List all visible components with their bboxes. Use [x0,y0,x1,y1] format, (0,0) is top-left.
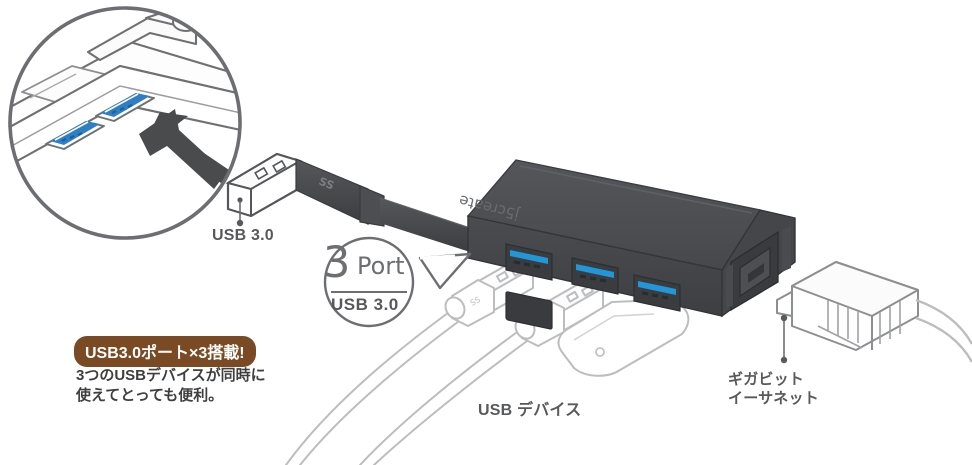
svg-text:SS: SS [469,295,482,308]
ethernet-label-line2: イーサネット [728,390,819,407]
usb30-plug: SS [225,152,471,252]
feature-banner-body-line1: 3つのUSBデバイスが同時に [76,367,266,384]
magnifier-circle-icon [10,8,240,238]
ethernet-callout-label: ギガビット イーサネット [728,370,819,408]
badge-port-unit: Port [357,252,405,280]
rj45-plug-icon [776,261,972,363]
three-port-badge: 3 Port USB 3.0 [313,240,425,324]
ethernet-leader [780,314,788,364]
insert-arrow-icon [139,109,232,189]
three-port-badge-shape [323,236,472,328]
feature-banner-body-line2: 使えてとっても便利。 [76,387,224,404]
badge-usb-standard: USB 3.0 [331,295,399,314]
hub-usb-port-1 [505,243,553,330]
laptop-usb-port-2 [95,93,155,122]
feature-banner-body: 3つのUSBデバイスが同時に 使えてとっても便利。 [76,366,266,406]
usb-superspeed-icon: SS [317,175,336,193]
usb30-callout-label: USB 3.0 [212,227,274,244]
usb-device-cables [285,309,535,465]
ethernet-label-line1: ギガビット [728,371,805,388]
usb-hub-device: j5create [457,159,796,330]
laptop-usb-port-1 [45,121,105,150]
magnifier-ring [8,6,242,240]
hub-usb-port-3 [633,274,681,312]
hub-usb-port-2 [571,257,619,295]
usb-device-callout-label: USB デバイス [478,402,582,419]
usb30-leader [236,201,244,227]
feature-banner-headline: USB3.0ポート×3搭載! [74,336,256,367]
hub-ethernet-jack [726,226,791,312]
badge-port-count: 3 [323,238,351,288]
